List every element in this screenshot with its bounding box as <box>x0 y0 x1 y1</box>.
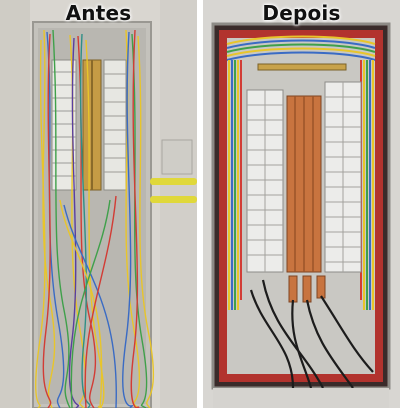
breaker-column-center <box>82 59 102 191</box>
breaker-column-left <box>246 89 284 273</box>
before-panel-illustration <box>0 0 197 408</box>
conduit-pipes <box>150 139 197 203</box>
black-feeder-cables <box>249 279 374 389</box>
tangled-wires <box>35 29 155 408</box>
before-caption: Antes <box>65 1 132 25</box>
after-caption: Depois <box>262 1 341 25</box>
breaker-column-right <box>103 59 127 191</box>
copper-busbar <box>286 95 322 273</box>
after-panel-illustration <box>203 0 400 408</box>
before-photo: Antes <box>0 0 197 408</box>
top-wire-bundle <box>226 35 376 61</box>
after-photo: Depois <box>203 0 400 408</box>
left-wire-harness <box>228 60 242 310</box>
main-breakers <box>288 275 326 303</box>
neutral-bar <box>257 63 347 71</box>
breaker-column-right <box>324 81 362 273</box>
